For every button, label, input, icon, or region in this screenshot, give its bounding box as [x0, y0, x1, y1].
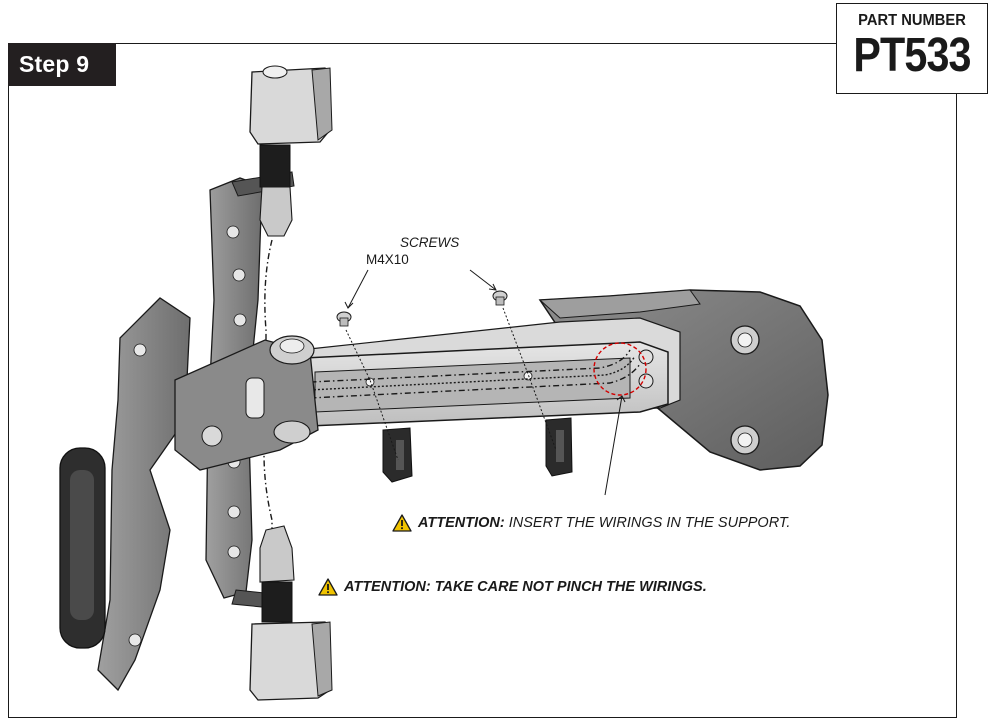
wiring-lines: [263, 239, 641, 545]
warning-triangle-icon: [318, 578, 338, 596]
attention-text: INSERT THE WIRINGS IN THE SUPPORT.: [504, 515, 791, 531]
screws: [336, 290, 557, 461]
warning-triangle-icon: [392, 514, 412, 532]
vesa-plate: [97, 297, 191, 692]
bottom-cable-cover: [249, 525, 333, 701]
part-number-title: PART NUMBER: [858, 12, 966, 29]
part-number-value: PT533: [853, 29, 971, 82]
tilt-handle: [59, 447, 106, 649]
attention-note-pinch: ATTENTION: TAKE CARE NOT PINCH THE WIRIN…: [318, 578, 707, 596]
screws-title: SCREWS: [400, 235, 460, 250]
step-label: Step 9: [8, 43, 116, 86]
attention-label: ATTENTION:: [418, 515, 505, 531]
pivot-joint: [174, 335, 319, 471]
attention-label: ATTENTION: TAKE CARE NOT PINCH THE WIRIN…: [344, 579, 707, 595]
highlight-circle: [593, 342, 647, 396]
top-cable-cover: [249, 65, 333, 237]
leader-lines: [344, 269, 626, 496]
attention-note-support: ATTENTION: INSERT THE WIRINGS IN THE SUP…: [392, 514, 790, 532]
diagram-frame: [8, 43, 957, 718]
part-number-box: PART NUMBER PT533: [836, 3, 988, 94]
screws-size: M4X10: [366, 252, 409, 267]
wire-clips: [382, 417, 573, 483]
